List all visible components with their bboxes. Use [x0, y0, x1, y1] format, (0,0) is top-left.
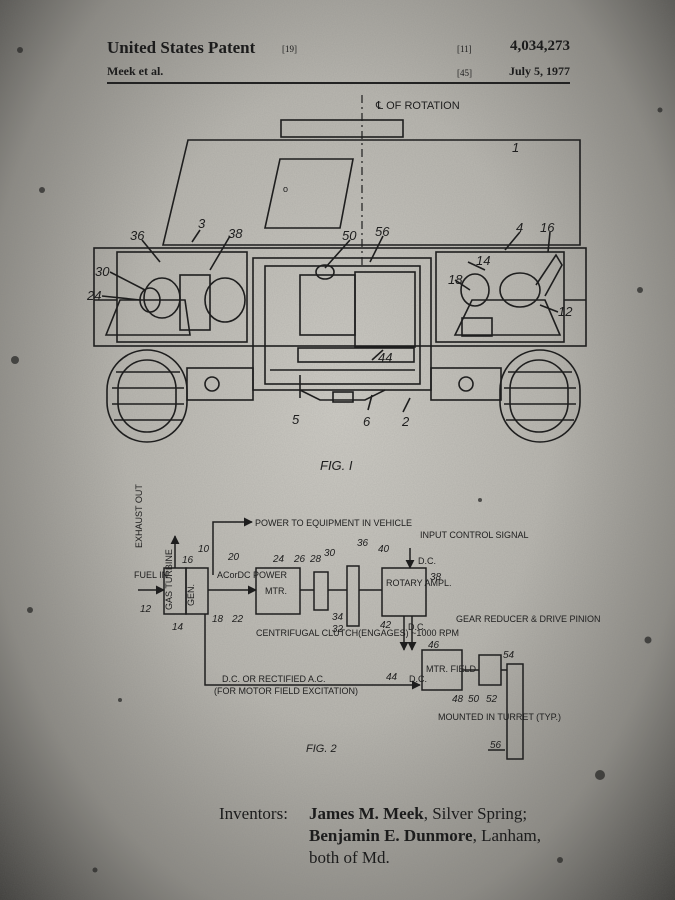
right-track — [500, 350, 580, 442]
ref-56: 56 — [375, 224, 390, 239]
ref-12: 12 — [558, 304, 573, 319]
ref2-20: 20 — [227, 552, 240, 563]
gear-box — [479, 655, 501, 685]
ref-16: 16 — [540, 220, 555, 235]
ref2-46: 46 — [428, 640, 440, 651]
ref2-38: 38 — [430, 572, 442, 583]
dc-small-label: D.C. — [409, 674, 427, 684]
fig2-caption: FIG. 2 — [306, 743, 337, 755]
ref2-18: 18 — [212, 614, 224, 625]
ref-50: 50 — [342, 228, 357, 243]
ref2-44: 44 — [386, 672, 398, 683]
left-track — [107, 350, 187, 442]
left-drive — [106, 275, 245, 335]
ref-4: 4 — [516, 220, 523, 235]
ref2-50: 50 — [468, 694, 480, 705]
ref2-56: 56 — [490, 740, 502, 751]
inventor-line-3: both of Md. — [309, 847, 541, 869]
inventors-label: Inventors: — [219, 803, 288, 825]
svg-text:o: o — [283, 184, 288, 194]
ref-30: 30 — [95, 264, 110, 279]
mounted-label: MOUNTED IN TURRET (TYP.) — [438, 712, 561, 722]
ref-18: 18 — [448, 272, 463, 287]
ref2-32: 32 — [332, 624, 344, 635]
rotation-label: ℄ OF ROTATION — [375, 100, 460, 112]
ref-5: 5 — [292, 412, 300, 427]
figure-2-labels: EXHAUST OUT FUEL IN GAS TURBINE GEN. POW… — [134, 484, 601, 755]
ref2-14: 14 — [172, 622, 184, 633]
ref2-36: 36 — [357, 538, 369, 549]
ref2-24: 24 — [272, 554, 285, 565]
rotary-ampl-box — [382, 568, 426, 616]
exhaust-label: EXHAUST OUT — [134, 484, 144, 548]
gear-reducer-label: GEAR REDUCER & DRIVE PINION — [456, 614, 601, 624]
acdc-power-label: ACorDC POWER — [217, 570, 288, 580]
ref2-54: 54 — [503, 650, 515, 661]
ref2-34: 34 — [332, 612, 344, 623]
flywheel — [347, 566, 359, 626]
ref2-12: 12 — [140, 604, 152, 615]
ref-3: 3 — [198, 216, 206, 231]
ref2-26: 26 — [293, 554, 306, 565]
clutch-box — [314, 572, 328, 610]
inventors-list: James M. Meek, Silver Spring; Benjamin E… — [309, 803, 541, 869]
inventor-place-2: , Lanham, — [473, 826, 541, 845]
field-note-label: (FOR MOTOR FIELD EXCITATION) — [214, 686, 358, 696]
turbine-label: GAS TURBINE — [164, 549, 174, 610]
ref2-22: 22 — [231, 614, 244, 625]
ref2-42: 42 — [380, 620, 392, 631]
rotary-ampl-label: ROTARY AMPL. — [386, 578, 452, 588]
ref2-28: 28 — [309, 554, 322, 565]
ref-24: 24 — [86, 288, 101, 303]
ref2-30: 30 — [324, 548, 336, 559]
ref-14: 14 — [476, 253, 490, 268]
inventor-name-2: Benjamin E. Dunmore — [309, 826, 473, 845]
mtr-field-label: MTR. FIELD — [426, 664, 477, 674]
fig1-caption: FIG. I — [320, 458, 353, 473]
dc-top-label: D.C. — [418, 556, 436, 566]
power-equipment-label: POWER TO EQUIPMENT IN VEHICLE — [255, 518, 412, 528]
ref-44: 44 — [378, 350, 392, 365]
ref2-16: 16 — [182, 555, 194, 566]
input-control-label: INPUT CONTROL SIGNAL — [420, 530, 529, 540]
ref-6: 6 — [363, 414, 371, 429]
right-drive — [455, 255, 562, 336]
inventor-name-1: James M. Meek — [309, 804, 424, 823]
dc-mid-label: D.C. — [408, 622, 426, 632]
dc-field-label: D.C. OR RECTIFIED A.C. — [222, 674, 326, 684]
ref-38: 38 — [228, 226, 243, 241]
ref2-48: 48 — [452, 694, 464, 705]
inventor-place-1: , Silver Spring; — [424, 804, 527, 823]
ref-1: 1 — [512, 140, 519, 155]
clutch-label: CENTRIFUGAL CLUTCH(ENGAGES) ~1000 RPM — [256, 628, 459, 638]
ref-2: 2 — [401, 414, 410, 429]
mtr-label: MTR. — [265, 586, 287, 596]
ref2-10: 10 — [198, 544, 210, 555]
ref2-40: 40 — [378, 544, 390, 555]
ref-36: 36 — [130, 228, 145, 243]
gen-label: GEN. — [186, 584, 196, 606]
ref2-52: 52 — [486, 694, 498, 705]
